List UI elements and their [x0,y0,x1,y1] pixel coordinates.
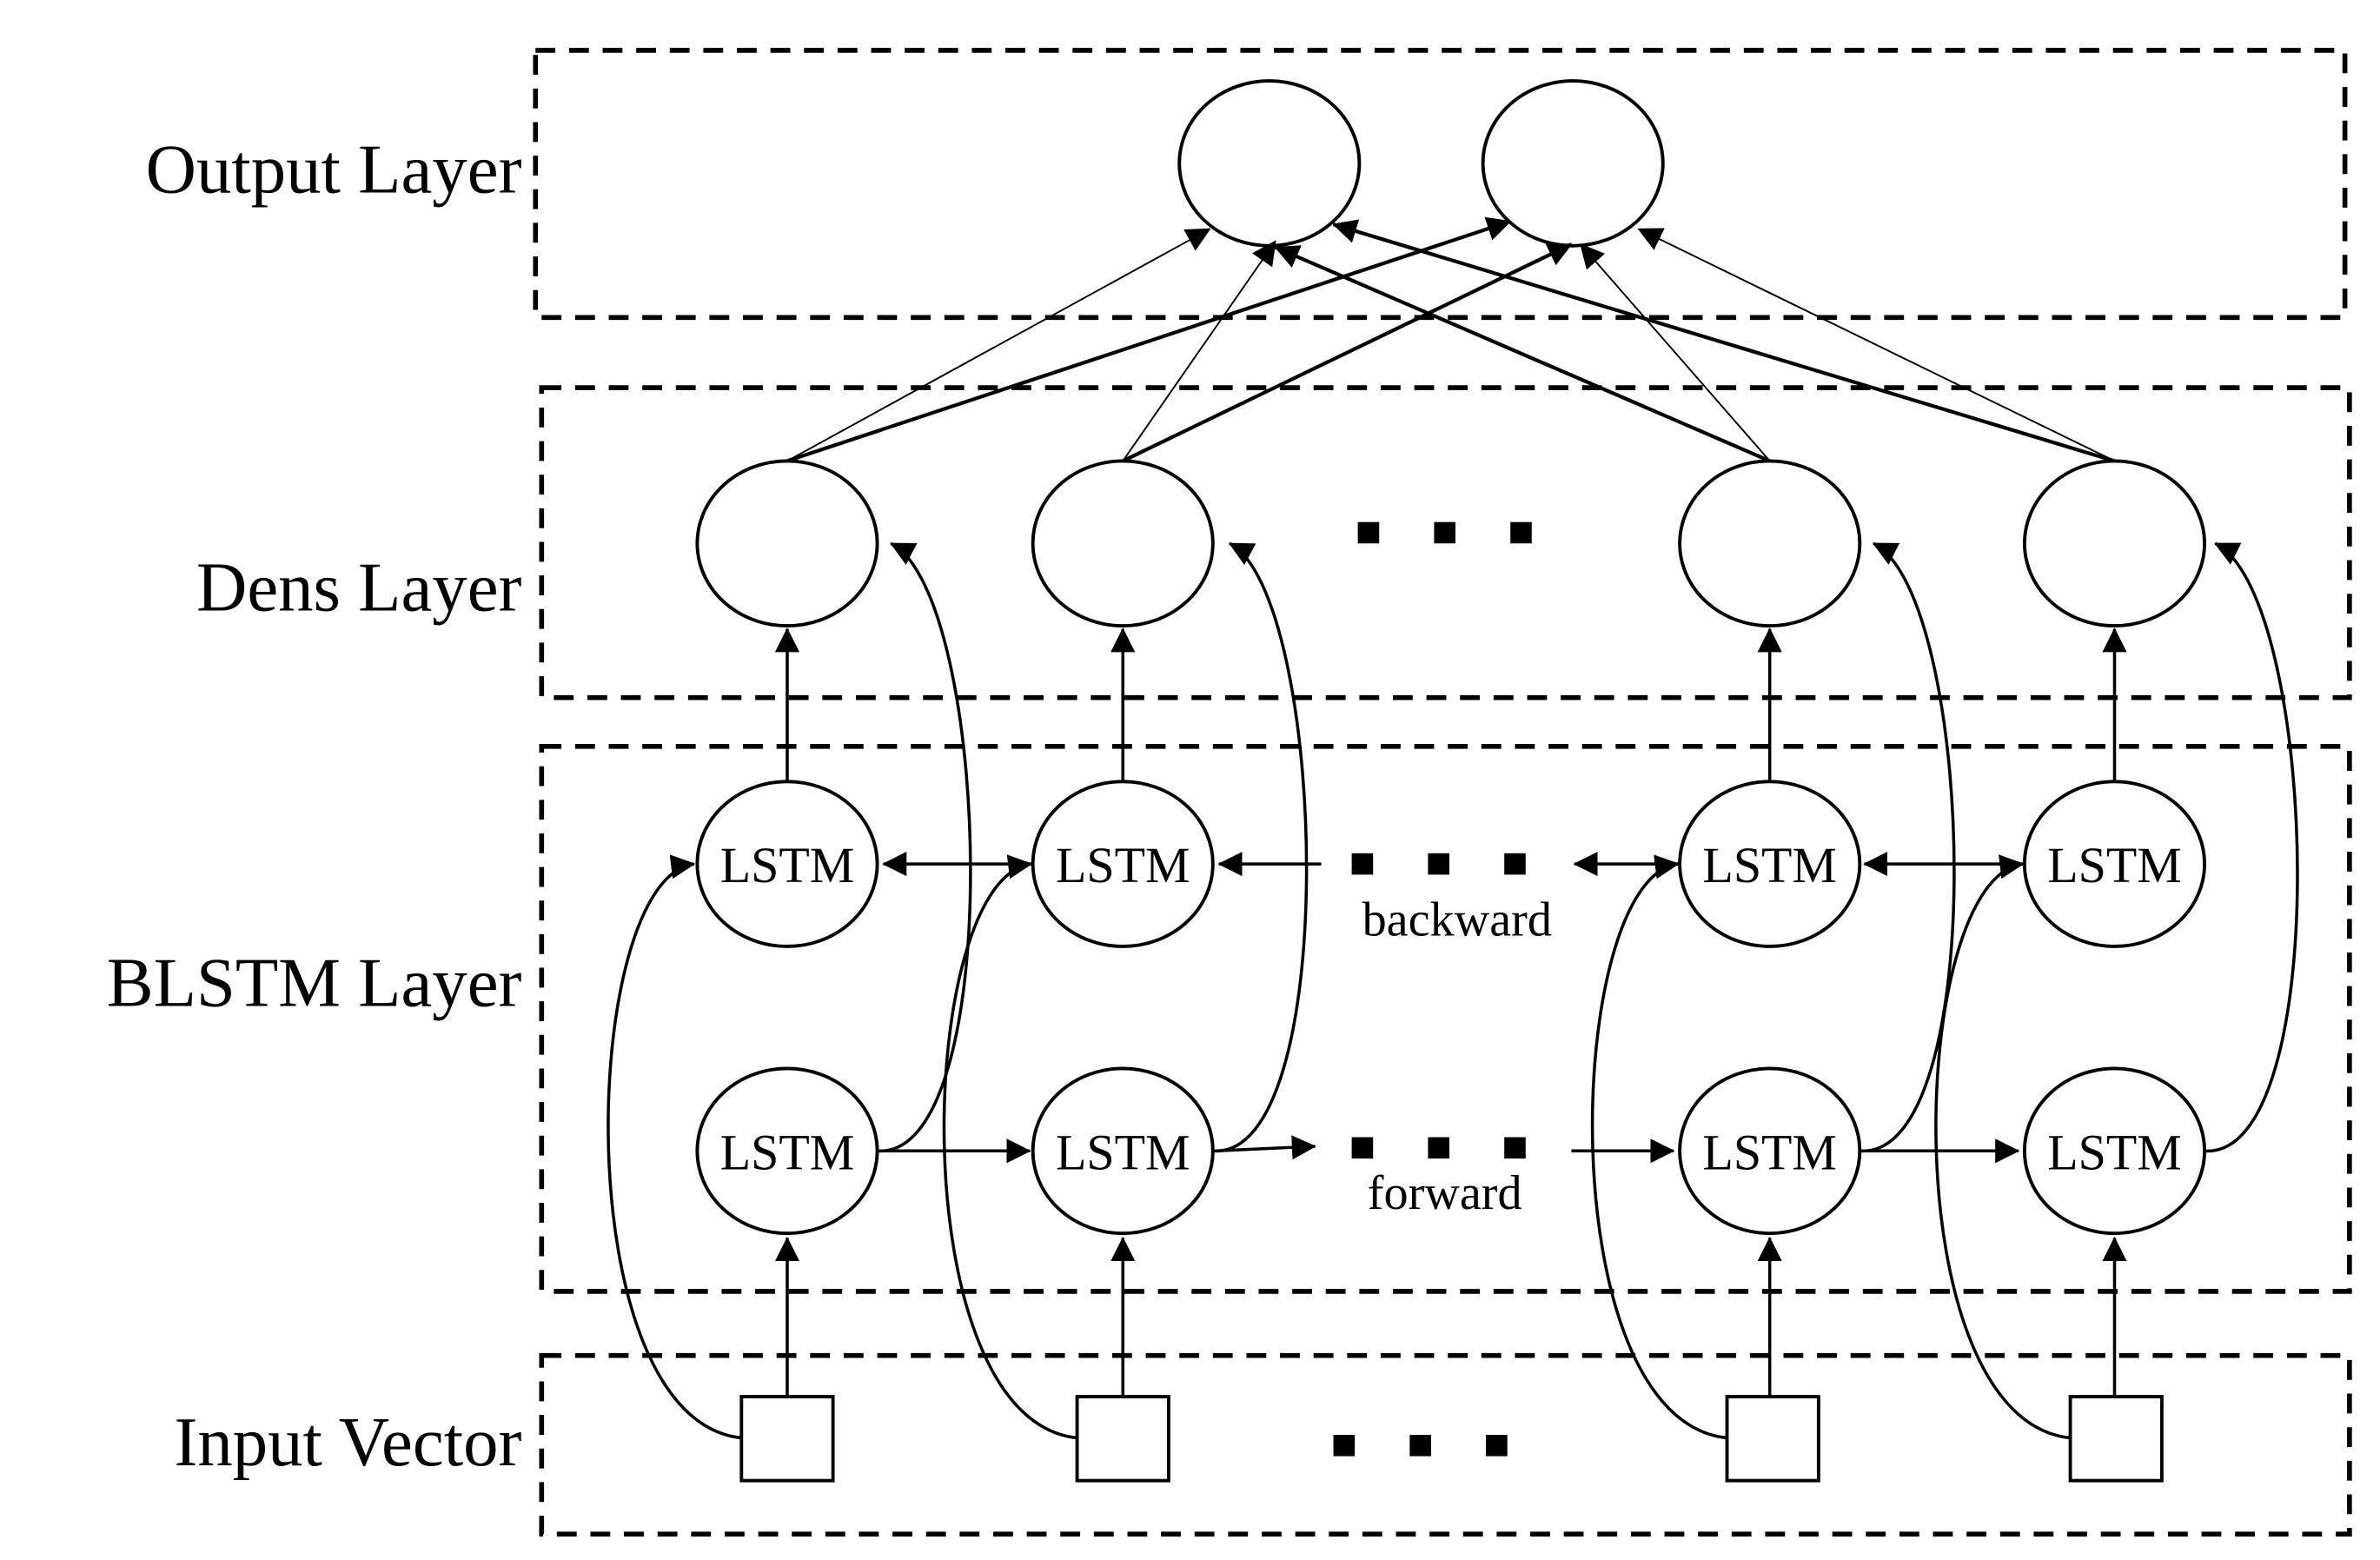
lstm-label: LSTM [2047,1124,2182,1180]
forward-label: forward [1368,1166,1522,1220]
input-node-2 [1075,1395,1170,1483]
backward-lstm-node-2: LSTM [1031,780,1215,948]
input-node-3 [1725,1395,1820,1483]
dense-node-4 [2022,459,2207,628]
connection-d1-o1 [786,228,1211,462]
blstm-layer-label: BLSTM Layer [107,944,522,1021]
input-to-forward-connections [774,1237,2127,1397]
input-layer-label: Input Vector [175,1404,522,1481]
forward-lstm-node-3: LSTM [1678,1066,1862,1236]
connection-d3-o1 [1274,245,1771,463]
backward-lstm-node-4: LSTM [2022,780,2207,948]
dense-to-output-connections [786,216,2116,463]
lstm-label: LSTM [1056,1124,1190,1180]
output-layer-box [533,48,2348,321]
output-node-2 [1481,79,1665,248]
backward-label: backward [1362,893,1552,947]
dense-layer-label: Dens Layer [196,549,522,627]
dense-layer-box [539,385,2352,700]
lstm-label: LSTM [720,1124,855,1180]
lstm-label: LSTM [2047,837,2182,893]
lstm-label: LSTM [1702,837,1837,893]
forward-chain-arrows [880,1135,2020,1164]
forward-lstm-node-4: LSTM [2022,1066,2207,1236]
output-layer-label: Output Layer [146,130,522,208]
forward-lstm-node-2: LSTM [1031,1066,1215,1236]
backward-lstm-node-3: LSTM [1678,780,1862,948]
backward-to-dense-connections [774,627,2127,782]
lstm-label: LSTM [1056,837,1190,893]
dense-node-2 [1031,459,1215,628]
connection-d1-o2 [786,216,1512,463]
input-layer-box [539,1352,2352,1537]
backward-lstm-node-1: LSTM [695,780,879,948]
connection-d3-o2 [1580,242,1771,462]
connection-d2-o2 [1122,242,1573,463]
output-node-1 [1177,79,1362,248]
connection-d4-o2 [1637,228,2115,462]
input-to-backward-connections [607,854,2071,1440]
lstm-label: LSTM [1702,1124,1837,1180]
input-node-4 [2068,1395,2164,1483]
forward-ellipsis [1351,1137,1526,1159]
backward-ellipsis [1351,853,1526,875]
input-ellipsis [1333,1434,1508,1457]
connection-d4-o1 [1332,219,2116,463]
connection-d2-o1 [1122,240,1276,461]
blstm-layer-box [539,744,2352,1294]
forward-lstm-node-1: LSTM [695,1066,879,1236]
dense-node-1 [695,459,879,628]
input-node-1 [739,1395,835,1483]
lstm-label: LSTM [720,837,855,893]
forward-to-dense-connections [877,541,2299,1153]
dense-ellipsis [1357,521,1532,544]
dense-node-3 [1678,459,1862,628]
